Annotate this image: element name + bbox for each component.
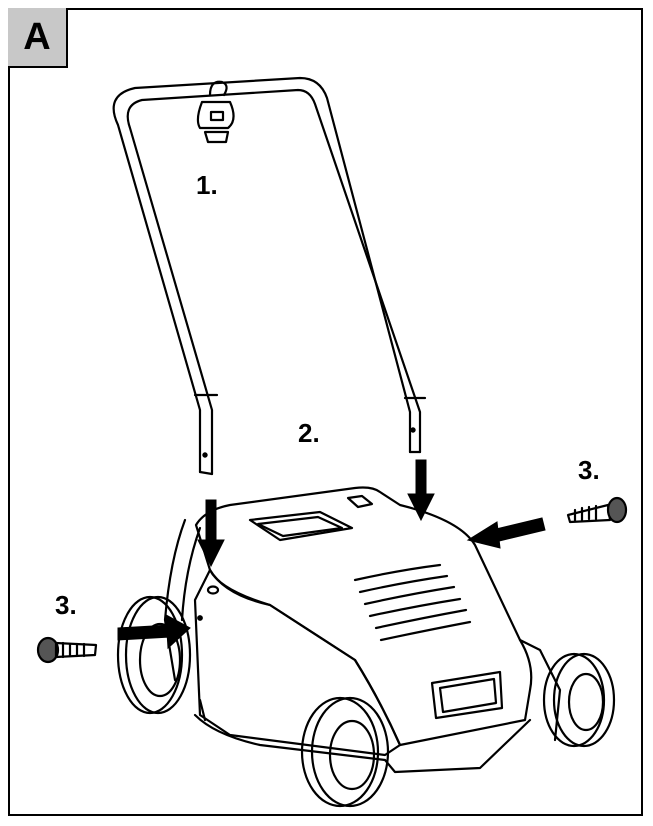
step-label-1: 1. (196, 170, 218, 200)
step-label-3-left: 3. (55, 590, 77, 620)
arrow-left-screw-in (117, 614, 191, 650)
figure-label: A (8, 8, 68, 68)
left-rear-wheel (116, 595, 192, 715)
screw-left (36, 636, 98, 664)
figure-frame (8, 8, 643, 816)
arrow-left-handle-down (197, 499, 225, 568)
front-right-wheel (542, 652, 616, 748)
arrow-right-screw-in (466, 517, 546, 549)
mower-body (163, 486, 562, 774)
front-left-wheel (300, 696, 390, 808)
screw-right (566, 496, 628, 524)
cable-clip (196, 80, 235, 144)
step-label-3-right: 3. (578, 455, 600, 485)
step-label-2: 2. (298, 418, 320, 448)
arrow-right-handle-down (407, 459, 435, 522)
handle-bar (112, 76, 427, 476)
